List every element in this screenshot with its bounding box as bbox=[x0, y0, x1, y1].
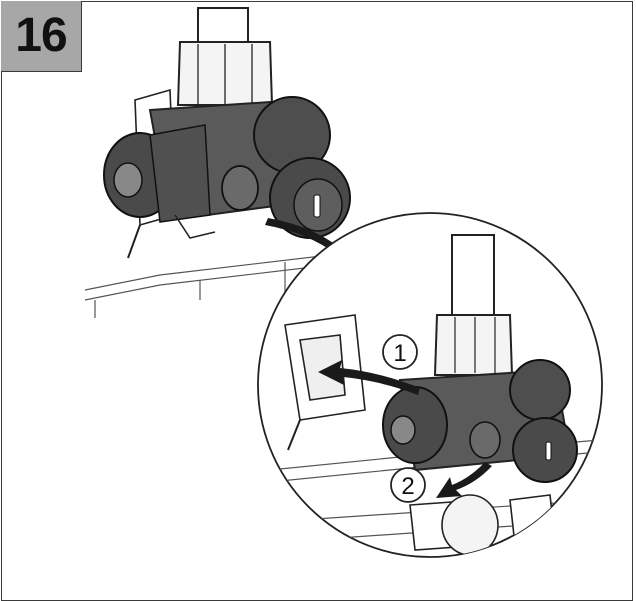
callout-2: 2 bbox=[390, 467, 426, 503]
valve-assembly-main bbox=[103, 7, 351, 259]
zoom-detail-circle: 1 2 bbox=[257, 212, 603, 558]
arrow-1-icon bbox=[318, 360, 420, 395]
svg-text:2: 2 bbox=[401, 473, 414, 500]
svg-text:1: 1 bbox=[393, 340, 406, 367]
step-number: 16 bbox=[15, 9, 67, 62]
callout-1: 1 bbox=[382, 334, 418, 370]
step-badge: 16 bbox=[1, 1, 82, 72]
arrow-2-icon bbox=[436, 462, 492, 498]
mounting-bracket bbox=[284, 314, 366, 451]
